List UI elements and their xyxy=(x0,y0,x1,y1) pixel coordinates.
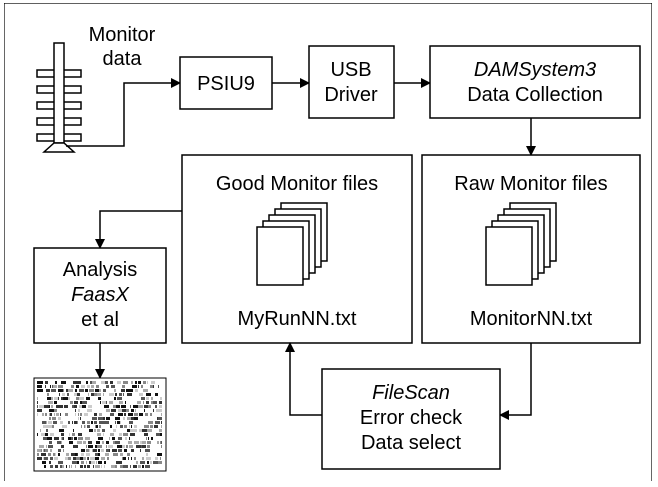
analysis-box xyxy=(33,247,167,344)
raw-monitor-files-title: Raw Monitor files xyxy=(454,173,607,195)
analysis-line3: et al xyxy=(81,309,119,331)
activity-monitor-icon xyxy=(36,42,82,153)
stacked-files-icon xyxy=(256,202,328,286)
usb-driver-line2: Driver xyxy=(324,84,378,106)
good-to-analysis-arrow xyxy=(95,210,182,249)
actogram-plot-icon xyxy=(33,377,167,472)
good-monitor-file-name: MyRunNN.txt xyxy=(238,308,357,330)
filescan-to-good-arrow xyxy=(285,342,322,416)
psiu9-label: PSIU9 xyxy=(197,73,255,95)
stacked-files-icon xyxy=(485,202,557,286)
psiu9-box xyxy=(179,56,273,110)
filescan-line3: Data select xyxy=(361,432,461,454)
damsystem3-line1: DAMSystem3 xyxy=(474,59,596,81)
good-monitor-files-title: Good Monitor files xyxy=(216,173,378,195)
damsystem3-box xyxy=(429,45,641,119)
usb-driver-box xyxy=(308,45,395,119)
monitor-data-label-line2: data xyxy=(103,48,143,70)
diagram-frame: Monitor data PSIU9 USB Driver DAMSystem3… xyxy=(4,3,652,481)
raw-to-filescan-arrow xyxy=(499,343,532,420)
monitor-to-psiu-arrow xyxy=(66,78,181,147)
raw-monitor-file-name: MonitorNN.txt xyxy=(470,308,593,330)
workflow-diagram: Monitor data PSIU9 USB Driver DAMSystem3… xyxy=(4,3,652,481)
usb-driver-line1: USB xyxy=(330,59,371,81)
analysis-line2: FaasX xyxy=(71,284,129,306)
monitor-data-label-line1: Monitor xyxy=(89,24,156,46)
filescan-line1: FileScan xyxy=(372,382,450,404)
damsystem3-line2: Data Collection xyxy=(467,84,603,106)
filescan-box xyxy=(321,368,501,470)
analysis-line1: Analysis xyxy=(63,259,137,281)
filescan-line2: Error check xyxy=(360,407,463,429)
